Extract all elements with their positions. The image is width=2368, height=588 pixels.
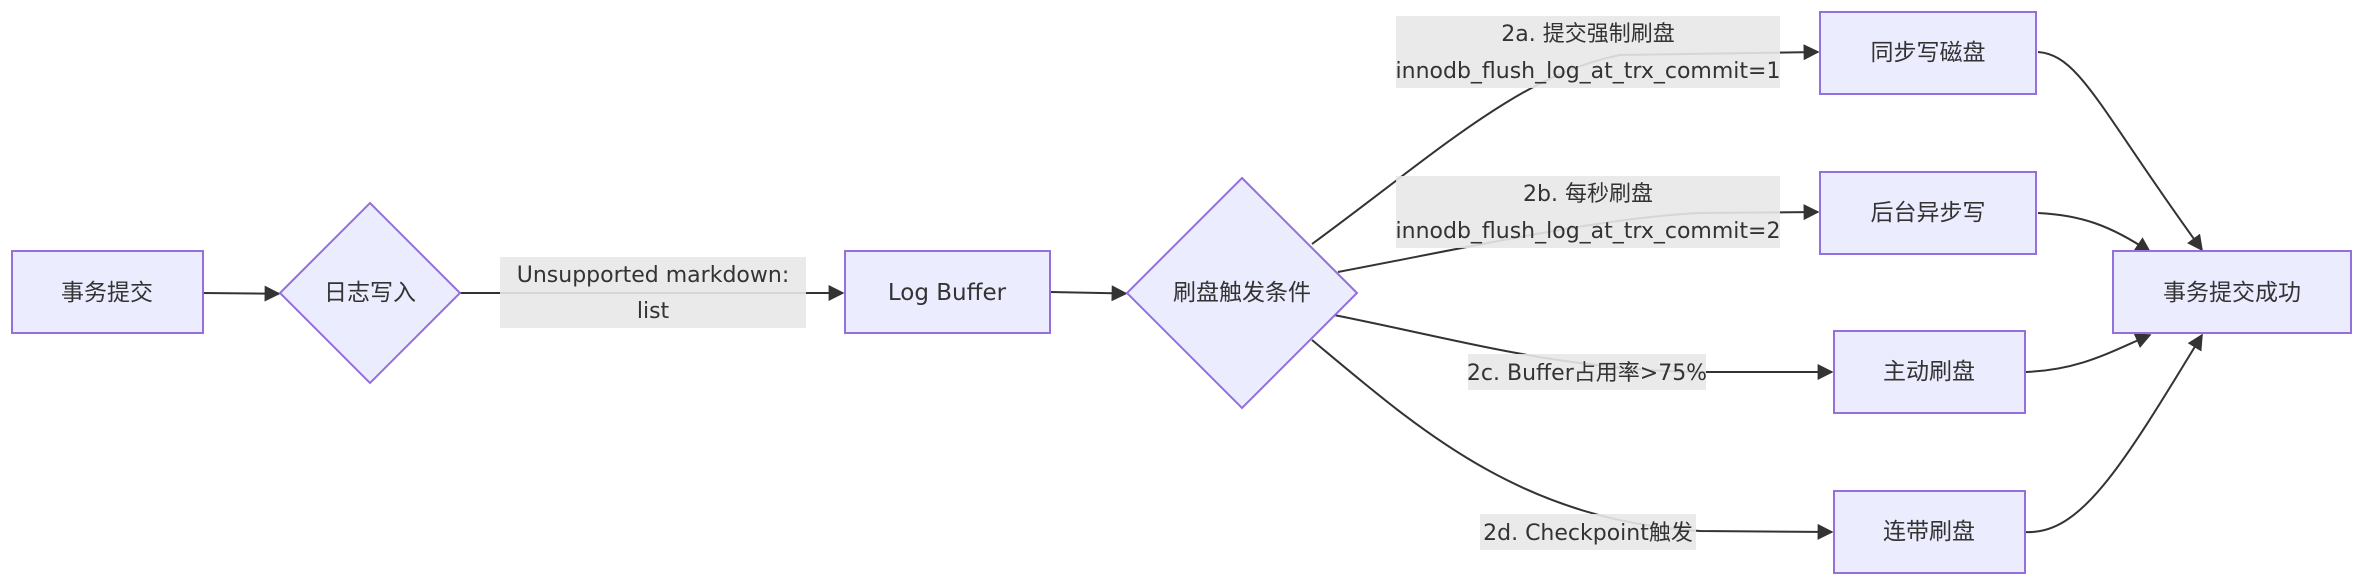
node-log-write[interactable]: 日志写入 — [278, 201, 462, 385]
label-2c-text: 2c. Buffer占用率>75% — [1467, 361, 1707, 386]
edge-async-to-success — [2037, 212, 2152, 253]
label-2b-line2: innodb_flush_log_at_trx_commit=2 — [1396, 219, 1781, 244]
label-2a-line1: 2a. 提交强制刷盘 — [1501, 22, 1674, 47]
label-unsupported-line1: Unsupported markdown: — [517, 263, 789, 288]
node-active-flush[interactable]: 主动刷盘 — [1833, 330, 2026, 414]
node-log-buffer[interactable]: Log Buffer — [844, 250, 1051, 334]
node-bg-async[interactable]: 后台异步写 — [1819, 171, 2037, 255]
edge-log-buffer-to-flush-trigger — [1049, 285, 1128, 302]
node-sync-write[interactable]: 同步写磁盘 — [1819, 11, 2037, 95]
node-flush-trigger-label: 刷盘触发条件 — [1173, 280, 1311, 306]
edge-sync-to-success — [2037, 51, 2203, 252]
label-2a: 2a. 提交强制刷盘 innodb_flush_log_at_trx_commi… — [1396, 16, 1781, 88]
label-2b: 2b. 每秒刷盘 innodb_flush_log_at_trx_commit=… — [1396, 176, 1781, 248]
node-flush-trigger[interactable]: 刷盘触发条件 — [1125, 176, 1359, 410]
edge-labels: Unsupported markdown: list 2a. 提交强制刷盘 in… — [500, 16, 1780, 550]
label-2a-line2: innodb_flush_log_at_trx_commit=1 — [1396, 59, 1781, 84]
edge-active-to-success — [2024, 333, 2152, 373]
node-chain-flush[interactable]: 连带刷盘 — [1833, 490, 2026, 574]
edge-commit-to-log-write — [202, 285, 281, 302]
node-commit-success[interactable]: 事务提交成功 — [2112, 250, 2352, 334]
node-bg-async-label: 后台异步写 — [1871, 200, 1986, 226]
node-commit[interactable]: 事务提交 — [11, 250, 204, 334]
label-2b-line1: 2b. 每秒刷盘 — [1523, 182, 1653, 207]
node-log-buffer-label: Log Buffer — [888, 280, 1007, 306]
node-active-flush-label: 主动刷盘 — [1883, 359, 1975, 385]
edge-chain-to-success — [2024, 333, 2203, 534]
node-sync-write-label: 同步写磁盘 — [1871, 40, 1986, 66]
label-2c: 2c. Buffer占用率>75% — [1467, 354, 1707, 390]
label-2d: 2d. Checkpoint触发 — [1480, 514, 1696, 550]
node-commit-label: 事务提交 — [61, 280, 153, 306]
label-2d-text: 2d. Checkpoint触发 — [1483, 521, 1693, 546]
label-unsupported-markdown: Unsupported markdown: list — [500, 257, 806, 328]
node-commit-success-label: 事务提交成功 — [2163, 280, 2301, 306]
node-chain-flush-label: 连带刷盘 — [1883, 519, 1975, 545]
nodes: 事务提交 日志写入 Log Buffer 刷盘触发条件 同步写磁盘 后台异步写 … — [11, 11, 2352, 574]
label-unsupported-line2: list — [637, 299, 670, 324]
node-log-write-label: 日志写入 — [324, 280, 416, 306]
